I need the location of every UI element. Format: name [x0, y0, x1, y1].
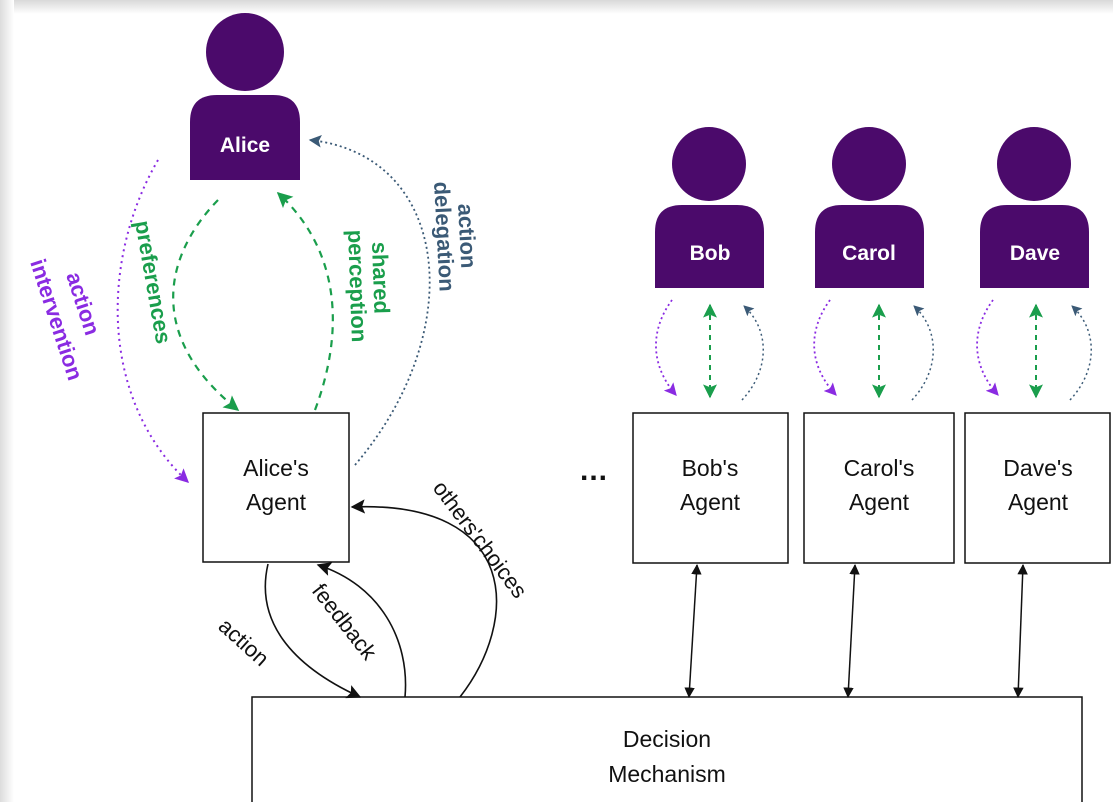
dave-body-icon	[980, 205, 1089, 288]
bob-name: Bob	[690, 242, 731, 265]
action-intervention-arrow	[116, 159, 190, 483]
bob-decision-arrow	[684, 563, 702, 699]
carol-intervention-arrow	[813, 299, 837, 396]
bob-connections	[655, 299, 764, 699]
action-delegation-arrow	[308, 134, 431, 466]
decision-line1: Decision	[623, 726, 711, 752]
person-carol: Carol	[815, 127, 924, 288]
delegation-label: delegation	[429, 181, 460, 292]
alice-body-icon	[190, 95, 300, 180]
bob-body-icon	[655, 205, 764, 288]
dave-delegation-arrow	[1069, 305, 1092, 401]
carol-delegation-arrow	[911, 305, 934, 401]
perception-label: perception	[343, 229, 372, 342]
bob-agent-box	[632, 412, 789, 564]
preferences-label: preferences	[130, 219, 176, 346]
dave-head-icon	[997, 127, 1071, 201]
alice-name: Alice	[220, 134, 270, 157]
dave-decision-arrow	[1013, 563, 1028, 699]
agent-carol: Carol's Agent	[803, 412, 955, 564]
others-choices-arrow	[350, 499, 498, 698]
carol-decision-arrow	[843, 563, 860, 699]
alice-head-icon	[206, 13, 284, 91]
dave-name: Dave	[1010, 242, 1060, 265]
preferences-arrow	[172, 199, 240, 411]
action-arrow	[264, 563, 362, 699]
top-shadow	[0, 0, 1113, 14]
person-alice: Alice	[190, 13, 300, 180]
carol-name: Carol	[842, 242, 896, 265]
carol-head-icon	[832, 127, 906, 201]
alice-agent-line2: Agent	[246, 489, 307, 515]
left-shadow	[0, 0, 14, 802]
bob-intervention-arrow	[655, 299, 677, 396]
bob-agent-line1: Bob's	[682, 455, 739, 481]
shared-label: shared	[367, 241, 395, 314]
dave-intervention-arrow	[976, 299, 999, 396]
dave-connections	[976, 299, 1092, 699]
more-agents-ellipsis: ...	[580, 454, 608, 487]
carol-connections	[813, 299, 934, 699]
decision-box	[251, 696, 1083, 802]
bob-head-icon	[672, 127, 746, 201]
others-choices-label: others'choices	[428, 476, 532, 603]
bob-agent-line2: Agent	[680, 489, 741, 515]
alice-agent-box	[202, 412, 350, 563]
carol-agent-box	[803, 412, 955, 564]
dave-agent-line2: Agent	[1008, 489, 1069, 515]
dave-agent-box	[964, 412, 1111, 564]
dave-agent-line1: Dave's	[1003, 455, 1073, 481]
alice-agent-line1: Alice's	[243, 455, 309, 481]
carol-body-icon	[815, 205, 924, 288]
person-dave: Dave	[980, 127, 1089, 288]
action-bottom-label: action	[214, 613, 274, 671]
feedback-arrow	[316, 562, 407, 698]
feedback-label: feedback	[307, 579, 382, 666]
carol-agent-line2: Agent	[849, 489, 910, 515]
person-bob: Bob	[655, 127, 764, 288]
carol-agent-line1: Carol's	[844, 455, 915, 481]
action-top-label: action	[453, 203, 481, 269]
shared-perception-arrow	[276, 191, 334, 411]
agent-alice: Alice's Agent	[202, 412, 350, 563]
decision-mechanism: Decision Mechanism	[251, 696, 1083, 802]
agent-bob: Bob's Agent	[632, 412, 789, 564]
agent-dave: Dave's Agent	[964, 412, 1111, 564]
decision-line2: Mechanism	[608, 761, 726, 787]
bob-delegation-arrow	[741, 305, 764, 401]
